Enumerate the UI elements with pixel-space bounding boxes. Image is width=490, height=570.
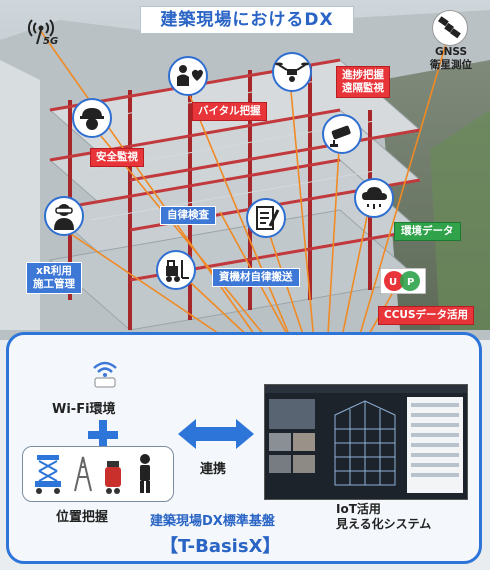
forklift-icon (156, 250, 196, 290)
xr-headset-icon (44, 196, 84, 236)
svg-text:U: U (389, 277, 397, 288)
scissor-lift-icon (35, 455, 61, 494)
iot-label: IoT活用 見える化システム (336, 502, 431, 532)
link-label: 連携 (200, 462, 227, 477)
xr-line-1: xR利用 (36, 265, 72, 277)
svg-text:P: P (407, 277, 414, 288)
iot-dashboard-screenshot (264, 384, 468, 500)
vital-label: バイタル把握 (192, 102, 267, 121)
ccus-label: CCUSデータ活用 (378, 306, 474, 325)
xr-label: xR利用 施工管理 (26, 262, 82, 294)
brand-label: 【T-BasisX】 (160, 536, 281, 557)
5g-label: 5G (43, 36, 59, 47)
progress-line-1: 進捗把握 (342, 69, 384, 81)
gnss-line-2: 衛星測位 (430, 59, 472, 71)
iot-line-2: 見える化システム (336, 517, 432, 531)
bidirectional-arrow-icon (176, 416, 256, 452)
checklist-icon (246, 198, 286, 238)
wifi-label: Wi-Fi環境 (52, 402, 116, 417)
material-transport-label: 資機材自律搬送 (212, 268, 300, 287)
5g-antenna-icon: 5G (26, 10, 66, 50)
ccus-logo: U P (379, 267, 427, 295)
vital-heart-icon (168, 56, 208, 96)
xr-line-2: 施工管理 (33, 278, 75, 290)
gnss-line-1: GNSS (434, 46, 468, 58)
generator-icon (105, 461, 121, 494)
position-label: 位置把握 (56, 510, 109, 525)
security-camera-icon (322, 114, 362, 154)
plus-icon (86, 418, 120, 452)
gnss-label: GNSS 衛星測位 (430, 46, 472, 72)
cloud-icon (354, 178, 394, 218)
safety-label: 安全監視 (90, 148, 144, 167)
progress-line-2: 遠隔監視 (342, 82, 384, 94)
drone-icon (272, 52, 312, 92)
safety-helmet-icon (72, 98, 112, 138)
stepladder-icon (74, 456, 92, 492)
progress-label: 進捗把握 遠隔監視 (336, 66, 390, 98)
worker-icon (140, 454, 150, 493)
satellite-icon (432, 10, 468, 46)
positioning-devices (22, 446, 174, 502)
environment-label: 環境データ (394, 222, 461, 241)
platform-label: 建築現場DX標準基盤 (150, 514, 275, 529)
autonomous-inspection-label: 自律検査 (160, 206, 216, 225)
page-title: 建築現場におけるDX (140, 6, 354, 34)
wifi-router-icon (88, 356, 122, 390)
iot-line-1: IoT活用 (336, 502, 381, 516)
